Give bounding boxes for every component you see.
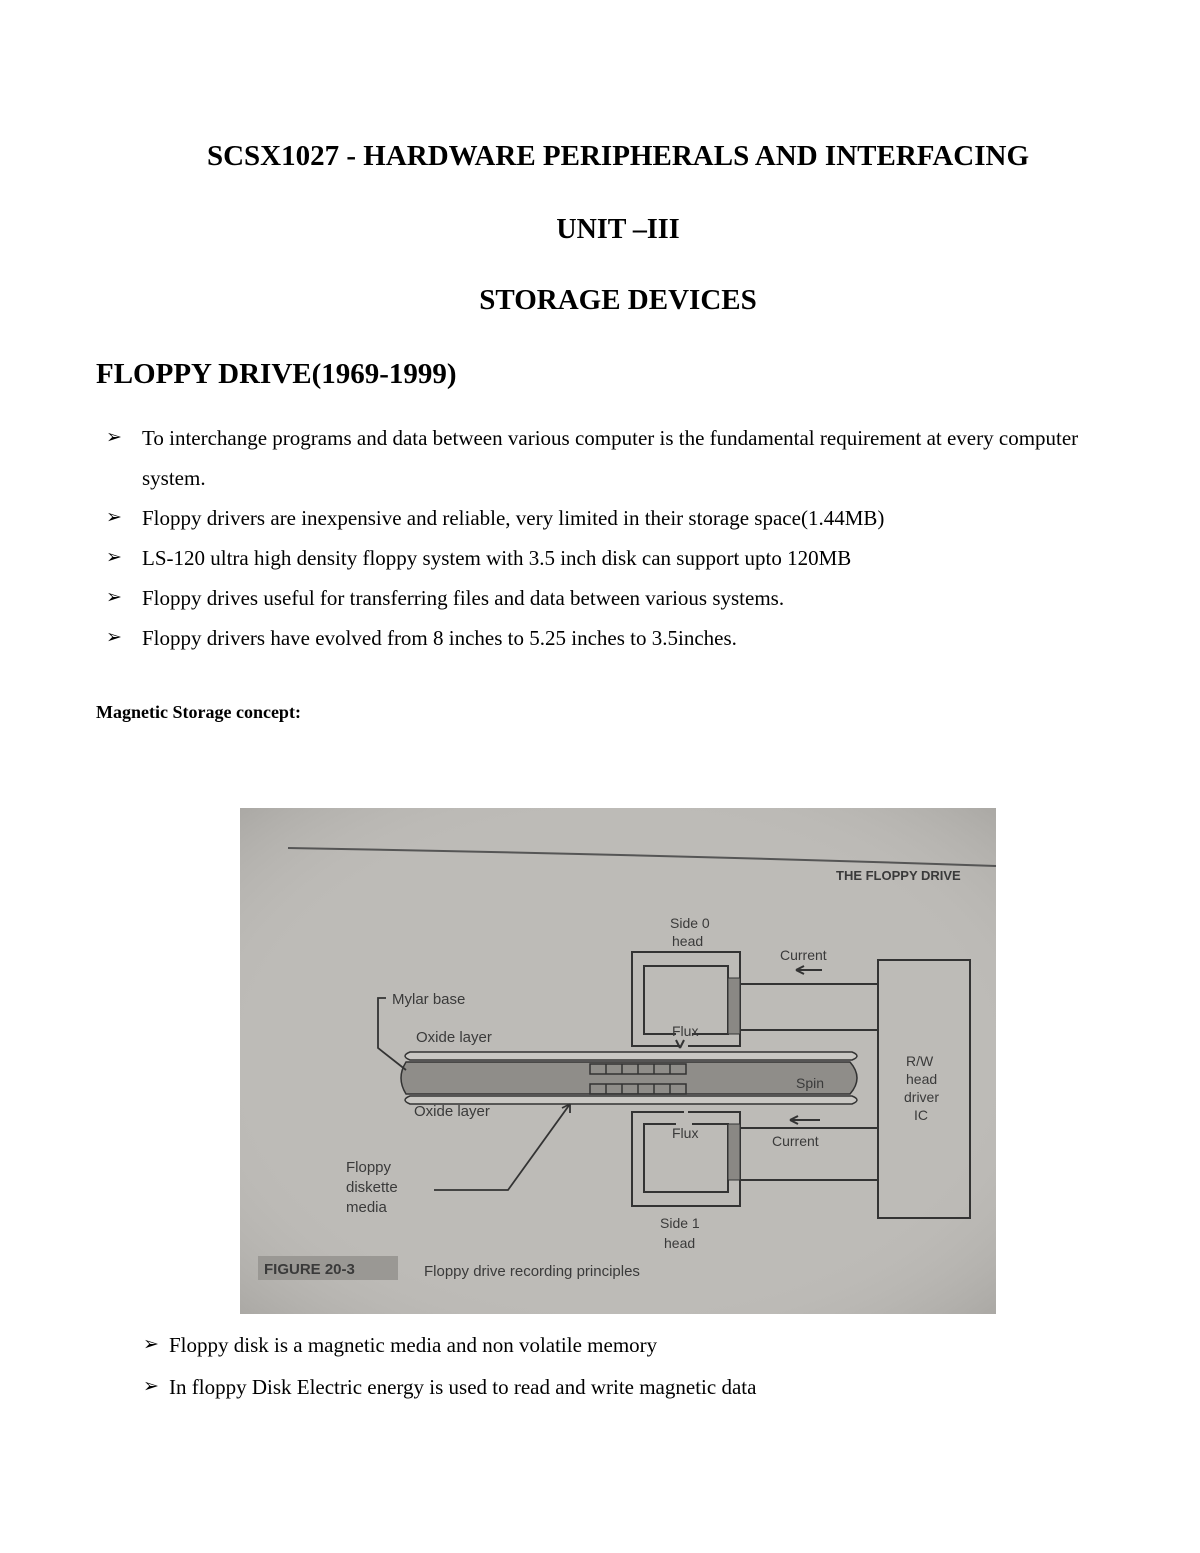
list-item: ➢ In floppy Disk Electric energy is used … <box>143 1366 1043 1408</box>
bullet-text: Floppy disk is a magnetic media and non … <box>169 1333 658 1357</box>
list-item: ➢ Floppy disk is a magnetic media and non… <box>143 1324 1043 1366</box>
side1-head-label: Side 1 head <box>660 1215 704 1251</box>
arrow-bullet-icon: ➢ <box>106 587 122 608</box>
bullet-text: LS-120 ultra high density floppy system … <box>142 546 852 570</box>
bullet-text: In floppy Disk Electric energy is used t… <box>169 1375 757 1399</box>
flux-top-label: Flux <box>672 1023 698 1039</box>
bullet-text: To interchange programs and data between… <box>142 426 1079 490</box>
list-item: ➢ Floppy drivers are inexpensive and reli… <box>106 498 1116 538</box>
figure-label: FIGURE 20-3 <box>264 1261 355 1278</box>
figure-caption: Floppy drive recording principles <box>424 1263 640 1280</box>
bullet-text: Floppy drivers have evolved from 8 inche… <box>142 626 737 650</box>
current-bottom-label: Current <box>772 1133 819 1149</box>
oxide-bottom-label: Oxide layer <box>414 1103 490 1120</box>
bullet-text: Floppy drives useful for transferring fi… <box>142 586 785 610</box>
page-rule <box>287 847 996 867</box>
side1-head-core <box>631 1111 741 1207</box>
media-leader-line <box>434 1103 571 1191</box>
oxide-layer-bottom-strip <box>404 1095 858 1105</box>
figure-page-header: THE FLOPPY DRIVE <box>836 868 961 883</box>
oxide-top-label: Oxide layer <box>416 1029 492 1046</box>
current-top-label: Current <box>780 947 827 963</box>
rw-driver-label: R/W head driver IC <box>904 1053 943 1123</box>
spin-label: Spin <box>796 1075 824 1091</box>
side0-head-label: Side 0 head <box>670 915 714 949</box>
floppy-drive-heading: FLOPPY DRIVE(1969-1999) <box>96 358 457 390</box>
current-bottom-arrow-icon <box>789 1115 820 1125</box>
arrow-bullet-icon: ➢ <box>106 427 122 448</box>
side0-head-core <box>631 951 741 1047</box>
flux-bottom-label: Flux <box>672 1125 698 1141</box>
arrow-bullet-icon: ➢ <box>143 1376 159 1397</box>
figure-diagram: THE FLOPPY DRIVE R/W head driver IC Side… <box>240 808 996 1314</box>
side1-head-inner <box>643 1123 729 1193</box>
side0-head-inner <box>643 965 729 1035</box>
photo-vignette <box>240 808 996 1314</box>
side0-coil <box>727 977 741 1035</box>
magnetic-storage-heading: Magnetic Storage concept: <box>96 702 301 722</box>
mylar-base-strip <box>400 1061 858 1095</box>
arrow-bullet-icon: ➢ <box>106 507 122 528</box>
rw-driver-box <box>877 959 971 1219</box>
mylar-base-label: Mylar base <box>392 991 465 1008</box>
list-item: ➢ Floppy drivers have evolved from 8 inch… <box>106 618 1116 658</box>
unit-title: UNIT –III <box>556 214 680 245</box>
flux-domains-bottom <box>589 1083 687 1095</box>
list-item: ➢ LS-120 ultra high density floppy system… <box>106 538 1116 578</box>
figure-label-box <box>258 1256 398 1280</box>
flux-top-arrow-icon <box>675 1039 685 1049</box>
document-title: SCSX1027 - HARDWARE PERIPHERALS AND INTE… <box>206 140 1030 172</box>
side1-coil <box>727 1123 741 1181</box>
flux-domains-top <box>589 1063 687 1075</box>
arrow-bullet-icon: ➢ <box>106 627 122 648</box>
floppy-bullet-list: ➢ To interchange programs and data betwee… <box>106 418 1116 658</box>
list-item: ➢ Floppy drives useful for transferring f… <box>106 578 1116 618</box>
floppy-recording-figure: THE FLOPPY DRIVE R/W head driver IC Side… <box>240 808 996 1314</box>
oxide-layer-top-strip <box>404 1051 858 1061</box>
media-leader-arrow-icon <box>561 1103 571 1113</box>
current-top-arrow-icon <box>795 965 822 975</box>
mylar-leader-line <box>377 997 407 1071</box>
list-item: ➢ To interchange programs and data betwee… <box>106 418 1116 498</box>
arrow-bullet-icon: ➢ <box>143 1334 159 1355</box>
floppy-media-label: Floppy diskette media <box>346 1159 402 1216</box>
magnetic-bullet-list: ➢ Floppy disk is a magnetic media and non… <box>143 1324 1043 1408</box>
section-title: STORAGE DEVICES <box>479 284 757 316</box>
bullet-text: Floppy drivers are inexpensive and relia… <box>142 506 885 530</box>
arrow-bullet-icon: ➢ <box>106 547 122 568</box>
